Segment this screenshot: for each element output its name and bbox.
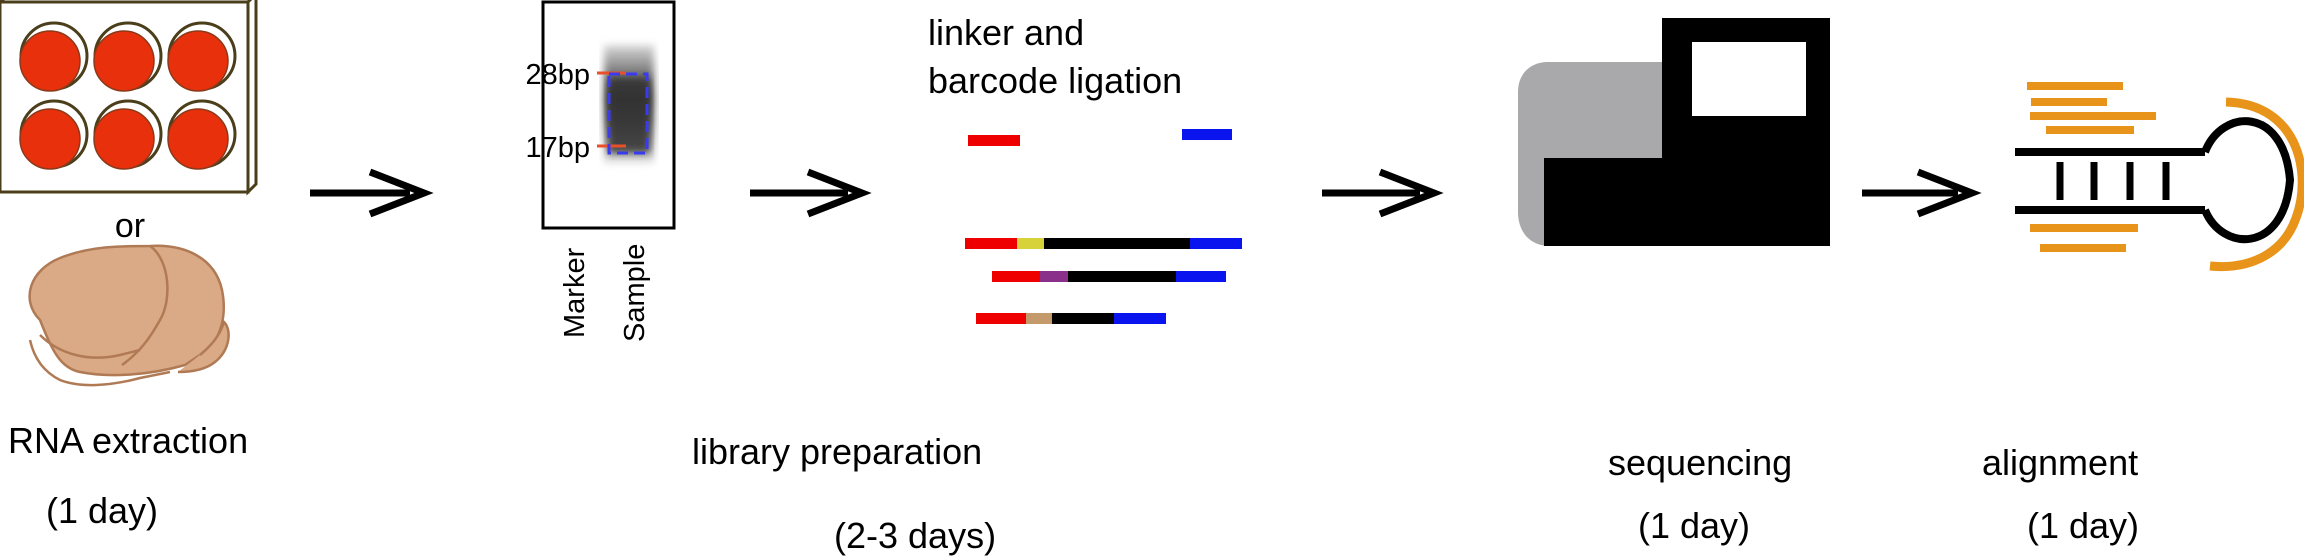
sequencer-icon: [1518, 18, 1830, 246]
arrow-1: [310, 168, 434, 218]
library-fragment: [976, 313, 1166, 324]
rna-extraction-duration: (1 day): [46, 490, 158, 531]
culture-well: [167, 99, 237, 170]
sequencing-title: sequencing: [1608, 442, 1792, 483]
culture-well: [93, 21, 163, 92]
alignment-duration: (1 day): [2027, 505, 2139, 546]
linker-adapters: [968, 129, 1232, 146]
or-label: or: [115, 207, 145, 245]
library-preparation-title: library preparation: [692, 431, 982, 472]
marker-28bp-label: 28bp: [525, 59, 590, 91]
culture-well: [19, 21, 89, 92]
lane-sample-label: Sample: [619, 244, 651, 342]
arrow-2: [750, 168, 872, 218]
ligation-label-line1: linker and: [928, 12, 1084, 53]
rna-extraction-title: RNA extraction: [8, 420, 248, 461]
alignment-hairpin-icon: [2015, 82, 2304, 272]
arrow-3: [1322, 168, 1444, 218]
culture-well: [19, 99, 89, 170]
ligation-label-line2: barcode ligation: [928, 60, 1182, 101]
ligated-library-fragments: [965, 238, 1242, 324]
culture-well: [93, 99, 163, 170]
culture-plate: [0, 0, 258, 196]
tissue-illustration: [28, 244, 230, 387]
alignment-title: alignment: [1982, 442, 2138, 483]
aligned-reads-bottom: [2030, 224, 2138, 252]
sequencing-duration: (1 day): [1638, 505, 1750, 546]
gel-image: [541, 0, 676, 230]
library-preparation-duration: (2-3 days): [834, 515, 996, 556]
aligned-reads-top: [2027, 82, 2156, 134]
library-fragment: [992, 271, 1226, 282]
library-fragment: [965, 238, 1242, 249]
culture-well: [167, 21, 237, 92]
marker-17bp-label: 17bp: [525, 132, 590, 164]
lane-marker-label: Marker: [559, 247, 591, 338]
arrow-4: [1862, 168, 1982, 218]
